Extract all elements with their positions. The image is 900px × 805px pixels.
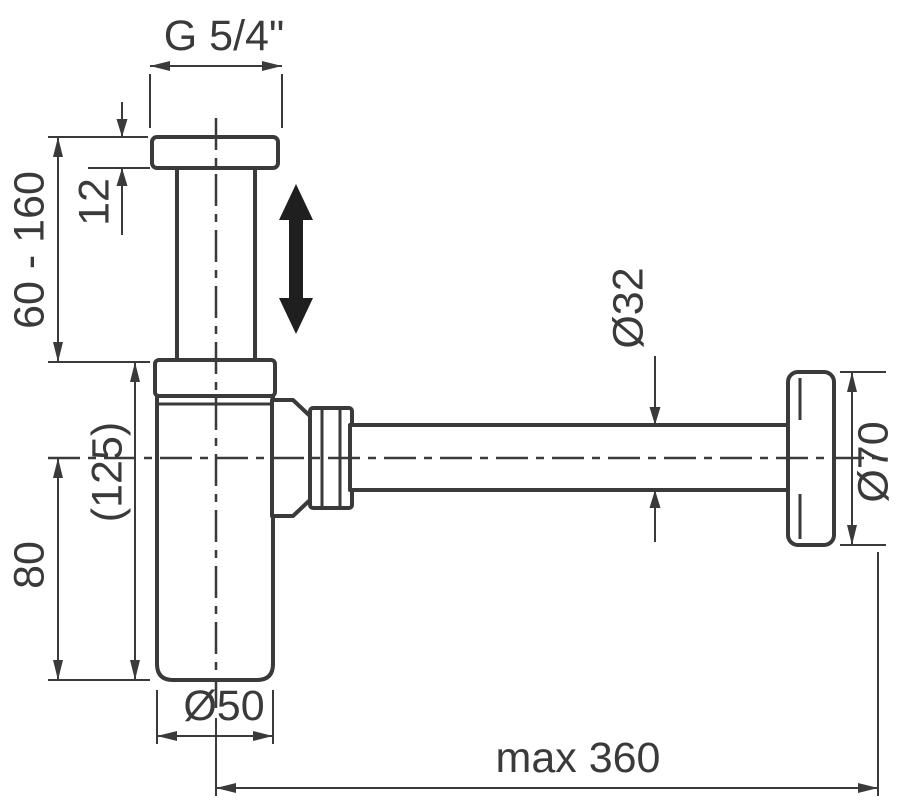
- dim-label-pipe-diameter: Ø32: [604, 267, 652, 348]
- dimension-max-reach: max 360: [215, 552, 879, 796]
- dimension-thread: G 5/4": [149, 12, 284, 128]
- arrowhead: [116, 119, 128, 137]
- dimension-adjustable-height: 60 - 160: [5, 136, 150, 363]
- arrowhead: [116, 168, 128, 186]
- dim-label-adjustable-height: 60 - 160: [5, 171, 53, 329]
- dim-label-thread: G 5/4": [164, 12, 284, 60]
- centerlines: [48, 118, 882, 708]
- dim-label-flange-thickness: 12: [70, 178, 118, 226]
- dimension-cup-diameter: Ø50: [156, 682, 274, 744]
- dim-label-body-height: (125): [83, 422, 131, 522]
- dim-label-max-reach: max 360: [496, 734, 661, 782]
- dimension-flange-thickness: 12: [70, 102, 150, 235]
- arrowhead: [649, 490, 661, 508]
- dimension-body-height: (125): [83, 362, 140, 680]
- dimension-rosette-diameter: Ø70: [840, 371, 897, 546]
- dim-label-cup-diameter: Ø50: [183, 682, 264, 730]
- dimension-pipe-diameter: Ø32: [604, 267, 661, 542]
- dim-label-lower-height: 80: [5, 541, 53, 589]
- dim-label-rosette-diameter: Ø70: [849, 421, 897, 502]
- adjustability-double-arrow-icon: [279, 184, 313, 334]
- dimension-lower-height: 80: [5, 458, 150, 681]
- arrowhead: [649, 407, 661, 425]
